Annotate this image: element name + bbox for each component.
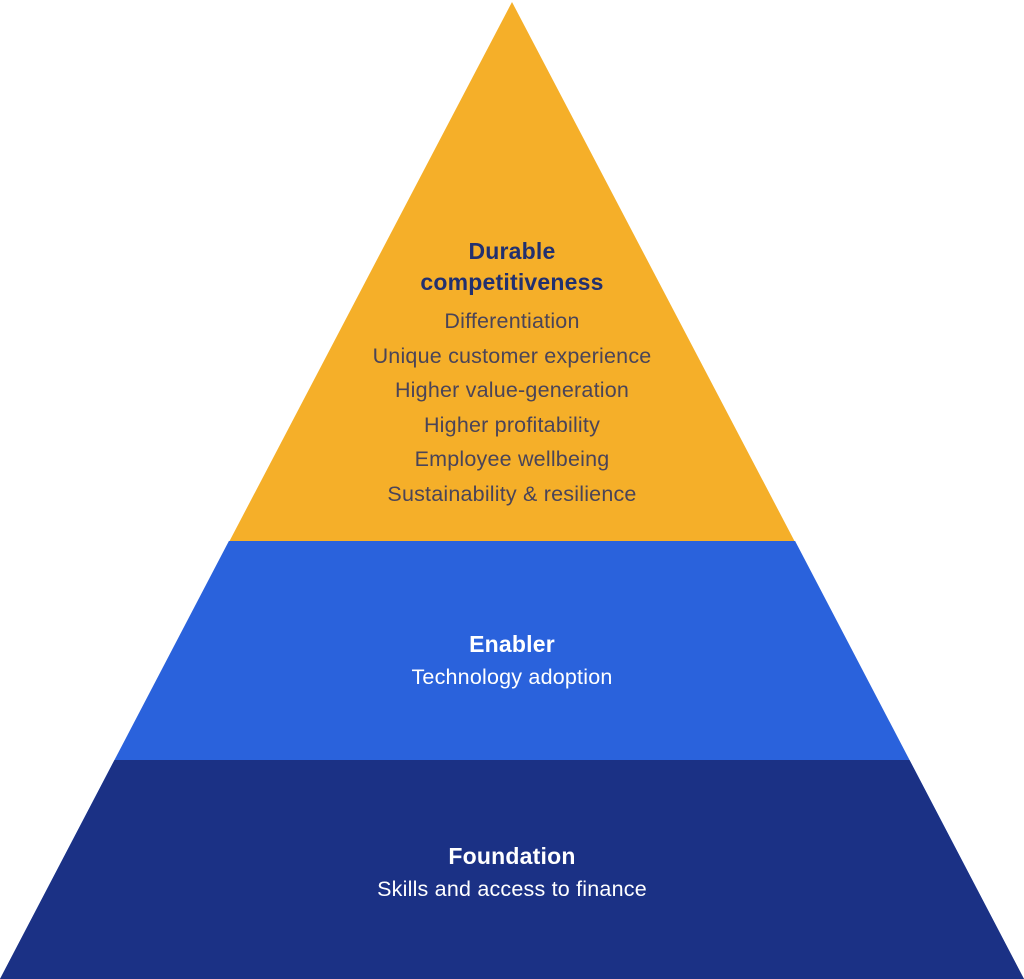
tier-bottom-shape — [0, 760, 1024, 979]
